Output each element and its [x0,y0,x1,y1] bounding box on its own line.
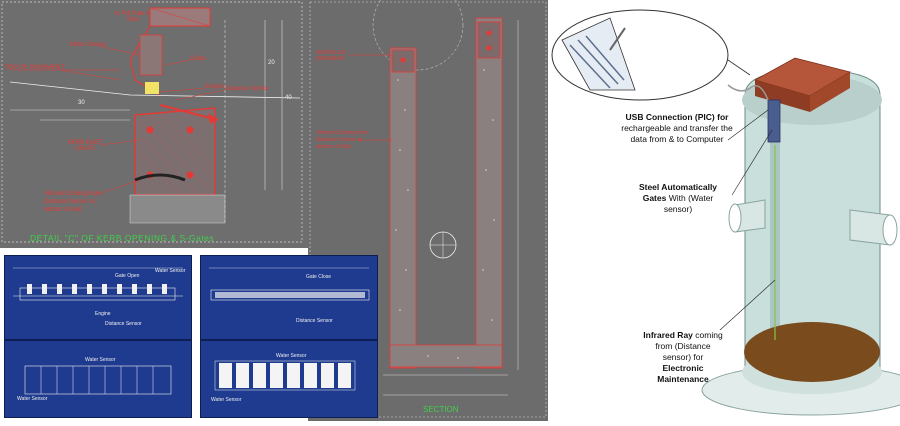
gate-close-plan-panel: Gate Close Distance Sensor [200,255,378,340]
infrared-caption-end: Electronic Maintenance [657,363,709,384]
drawing-caption: DETAIL "C" OF KERB OPENING & S-Gates [30,233,215,243]
panel-label: Water Sensor [211,397,242,403]
label-gates: Gates [190,56,207,62]
dim-label: 20 [268,60,275,66]
section-caption: SECTION [423,405,459,414]
usb-caption-title: USB Connection (PIC) for [625,112,729,122]
panel-label: Water Sensor [155,268,186,274]
label-top-of-pavement: TOP OF PAVEMENT [4,64,65,71]
label-infrared-note: Infrared Coming from Distance Sensor to … [44,191,101,213]
panel-label: Water Sensor [276,353,307,359]
gates-caption-text: With (Water sensor) [663,193,714,214]
label-infrared-section: Infrared Coming from Distance Sensor to … [316,130,368,150]
dim-label: 30 [78,100,85,106]
gate-open-plan-panel: Water Sensor Gate Open Engine Distance S… [4,255,192,340]
smart-manhole-illustration: USB Connection (PIC) for rechargeable an… [550,0,900,421]
label-installed-pavement: INSTALLED PAVEMENT [316,50,346,62]
usb-caption-text: rechargeable and transfer the data from … [621,123,733,144]
usb-connection-caption: USB Connection (PIC) for rechargeable an… [612,112,742,145]
dim-label: 40 [285,95,292,101]
panel-label: Gate Open [115,273,140,279]
label-motor-sensor: Motor Sensor [70,42,107,48]
infrared-ray-caption: Infrared Ray coming from (Distance senso… [642,330,724,385]
label-distance-sensor: Distance Sensor [225,86,270,92]
panel-label: Distance Sensor [296,318,333,324]
infrared-caption-title: Infrared Ray [643,330,693,340]
label-kerb-inlet-grate: KERB INLET GRATE [67,140,103,152]
label-engine: Engine [205,84,224,90]
gates-caption-title: Steel Automatically Gates [638,182,718,203]
panel-label: Engine [95,311,111,317]
panel-label: Distance Sensor [105,321,142,327]
label-input-pipe: In Put Pipe to Wire [114,11,152,23]
panel-label: Water Sensor [17,396,48,402]
kerb-opening-detail-drawing: In Put Pipe to Wire Motor Sensor TOP OF … [0,0,308,248]
infrared-caption-text: coming from (Distance sensor) for [655,330,723,362]
panel-label: Gate Close [306,274,332,280]
panel-label: Water Sensor [85,357,116,363]
water-sensor-panel-right: Water Sensor Water Sensor [200,340,378,418]
steel-gates-caption: Steel Automatically Gates With (Water se… [638,182,718,215]
water-sensor-panel-left: Water Sensor Water Sensor [4,340,192,418]
